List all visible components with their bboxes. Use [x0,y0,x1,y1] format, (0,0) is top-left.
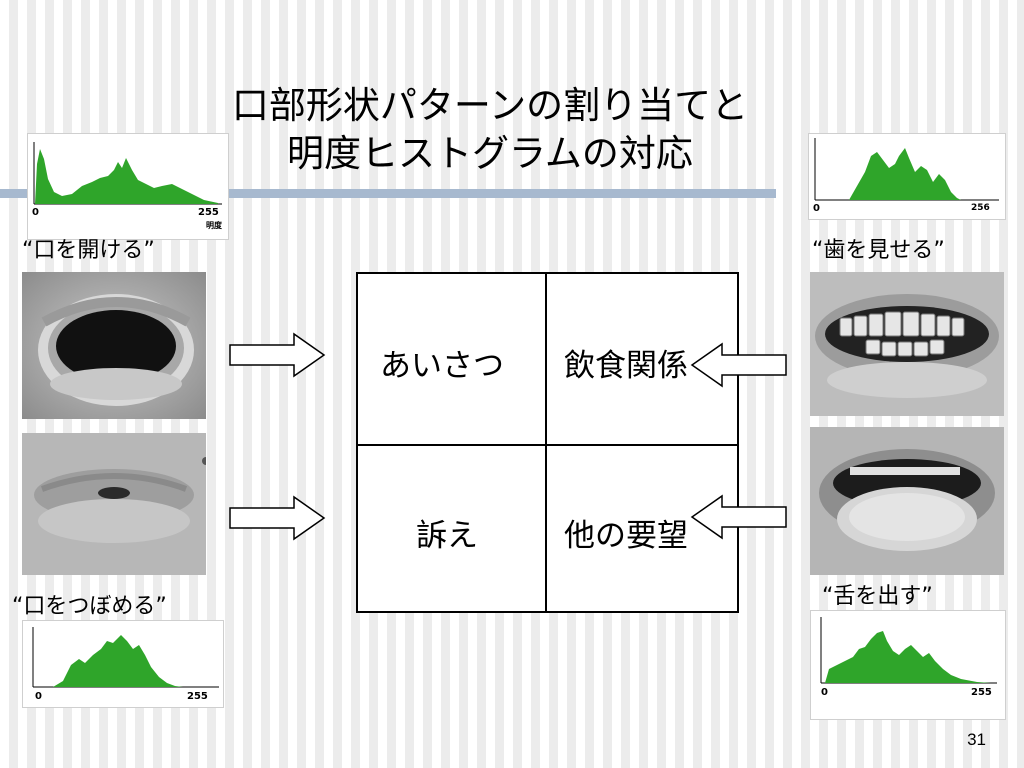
hist-min-label: 0 [813,203,820,214]
left-arrow-icon [690,494,787,540]
grid-divider-vertical [545,274,547,611]
hist-axis-label: 明度 [206,221,222,230]
caption-tongue: “舌を出す” [822,584,933,609]
cell-complaint: 訴え [416,518,478,554]
histogram-pucker-plot [32,627,219,688]
title-line-2: 明度ヒストグラムの対応 [287,132,693,175]
hist-min-label: 0 [32,207,39,218]
histogram-show-teeth: 0 256 [808,133,1006,220]
cell-other: 他の要望 [564,518,688,554]
photo-tongue-image [810,427,1004,575]
hist-max-label: 256 [971,203,990,213]
title-rule [0,189,776,198]
left-arrow-icon [690,342,787,388]
hist-min-label: 0 [35,691,42,702]
photo-tongue [810,427,1004,575]
cell-food: 飲食関係 [564,348,688,384]
hist-max-label: 255 [187,691,208,702]
right-arrow-icon [229,495,326,541]
hist-max-label: 255 [198,207,219,218]
histogram-tongue: 0 255 [810,610,1006,720]
photo-pucker-image [22,433,206,575]
grid-divider-horizontal [358,444,737,446]
cell-greeting: あいさつ [380,348,504,384]
caption-open-mouth: “口を開ける” [22,238,155,263]
histogram-show-teeth-plot [814,138,999,201]
title-line-1: 口部形状パターンの割り当てと [231,84,749,127]
slide-title: 口部形状パターンの割り当てと 明度ヒストグラムの対応 [180,82,800,178]
photo-show-teeth [810,272,1004,416]
histogram-pucker: 0 255 [22,620,224,708]
histogram-open-mouth-plot [33,142,222,205]
photo-pucker [22,433,206,575]
histogram-open-mouth: 0 255 明度 [27,133,229,240]
caption-show-teeth: “歯を見せる” [812,238,945,263]
right-arrow-icon [229,332,326,378]
histogram-tongue-plot [820,617,997,684]
vocabulary-grid: あいさつ 飲食関係 訴え 他の要望 [356,272,739,613]
hist-max-label: 255 [971,687,992,698]
page-number: 31 [967,730,986,749]
hist-min-label: 0 [821,687,828,698]
caption-pucker: “口をつぼめる” [12,594,167,619]
photo-open-mouth-image [22,272,206,419]
photo-open-mouth [22,272,206,419]
photo-show-teeth-image [810,272,1004,416]
